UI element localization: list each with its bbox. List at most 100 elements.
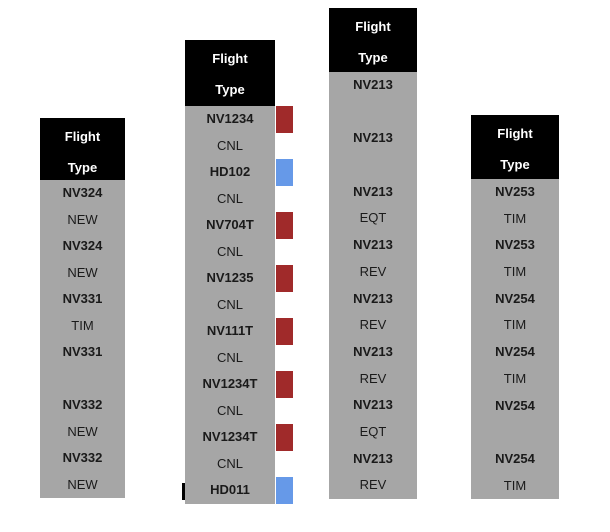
status-swatch-red[interactable] <box>276 212 293 239</box>
table-row[interactable]: NV213 <box>329 392 417 419</box>
table-row[interactable]: HD102 <box>185 159 275 186</box>
table-row[interactable]: EQT <box>329 419 417 446</box>
table-row[interactable]: CNL <box>185 451 275 478</box>
status-swatch-empty[interactable] <box>276 185 293 212</box>
status-swatch-empty[interactable] <box>276 291 293 318</box>
table-row[interactable]: REV <box>329 366 417 393</box>
flight-type-cell: REV <box>359 263 387 279</box>
table-row[interactable]: NV704T <box>185 212 275 239</box>
status-swatch-red[interactable] <box>276 371 293 398</box>
status-swatch-empty[interactable] <box>276 450 293 477</box>
flight-type-cell: CNL <box>216 243 243 259</box>
flight-number-cell: NV213 <box>353 343 393 359</box>
flight-number-cell: NV324 <box>62 238 103 253</box>
flight-type-cell: NEW <box>67 423 98 439</box>
table-row[interactable]: NV253 <box>471 232 559 259</box>
table-row[interactable]: NV111T <box>185 318 275 345</box>
table-row-blank[interactable] <box>471 419 559 446</box>
flight-type-cell: TIM <box>503 317 527 333</box>
table-row[interactable]: CNL <box>185 345 275 372</box>
status-swatch-empty[interactable] <box>276 344 293 371</box>
table-row[interactable]: REV <box>329 259 417 286</box>
table-row[interactable]: NV332 <box>40 445 125 472</box>
status-swatch-blue[interactable] <box>276 477 293 504</box>
table-row[interactable]: NV213 <box>329 339 417 366</box>
table-row[interactable]: CNL <box>185 186 275 213</box>
table-row[interactable]: NV213 <box>329 232 417 259</box>
flight-number-cell: NV324 <box>62 185 103 200</box>
status-swatch-blue[interactable] <box>276 159 293 186</box>
table-row[interactable]: NV213 <box>329 72 417 99</box>
table-row[interactable]: REV <box>329 472 417 499</box>
table-row[interactable]: TIM <box>471 259 559 286</box>
flight-number-cell: NV254 <box>495 344 535 360</box>
table-row[interactable]: NV324 <box>40 233 125 260</box>
flight-type-cell: NEW <box>67 211 98 227</box>
table-row[interactable]: TIM <box>471 473 559 500</box>
flight-number-cell: NV1234T <box>202 429 258 444</box>
table-row[interactable]: NV254 <box>471 446 559 473</box>
table-row[interactable]: NV213 <box>329 446 417 473</box>
table-row[interactable]: NV254 <box>471 339 559 366</box>
table-row[interactable]: NV324 <box>40 180 125 207</box>
table-row[interactable]: NV332 <box>40 392 125 419</box>
flight-number-cell: HD011 <box>210 482 250 497</box>
table-row[interactable]: REV <box>329 312 417 339</box>
flight-type-cell: TIM <box>71 317 94 333</box>
flight-type-cell: REV <box>359 370 387 386</box>
column-header-line-flight: Flight <box>212 51 248 66</box>
table-row[interactable]: TIM <box>40 313 125 340</box>
flight-number-cell: NV1235 <box>206 270 254 285</box>
status-swatch-empty[interactable] <box>276 132 293 159</box>
table-row[interactable]: EQT <box>329 205 417 232</box>
table-row-blank[interactable] <box>40 366 125 393</box>
table-row[interactable]: HD011 <box>185 477 275 504</box>
table-row[interactable]: NV254 <box>471 286 559 313</box>
table-row[interactable]: TIM <box>471 366 559 393</box>
table-row[interactable]: CNL <box>185 239 275 266</box>
table-row[interactable]: TIM <box>471 206 559 233</box>
table-row[interactable]: NV331 <box>40 286 125 313</box>
flight-type-cell: TIM <box>503 477 527 493</box>
table-row[interactable]: NV1234T <box>185 424 275 451</box>
table-row-blank[interactable] <box>329 152 417 179</box>
table-row[interactable]: NV213 <box>329 179 417 206</box>
table-row[interactable]: NEW <box>40 207 125 234</box>
table-row[interactable]: NV254 <box>471 393 559 420</box>
flight-type-cell: NEW <box>67 264 98 280</box>
table-row[interactable]: NEW <box>40 472 125 499</box>
flight-number-cell: NV253 <box>495 237 535 253</box>
table-row[interactable]: NV1235 <box>185 265 275 292</box>
table-row[interactable]: CNL <box>185 398 275 425</box>
table-row[interactable]: TIM <box>471 312 559 339</box>
flight-number-cell: NV213 <box>353 237 393 253</box>
status-swatch-empty[interactable] <box>276 397 293 424</box>
flight-type-cell: CNL <box>216 190 243 206</box>
flight-type-cell: EQT <box>359 423 387 439</box>
status-swatch-empty[interactable] <box>276 238 293 265</box>
table-row-blank[interactable] <box>329 99 417 126</box>
table-row[interactable]: NV1234T <box>185 371 275 398</box>
flight-number-cell: NV1234T <box>202 376 258 391</box>
table-row[interactable]: CNL <box>185 133 275 160</box>
status-swatch-red[interactable] <box>276 106 293 133</box>
table-row[interactable]: CNL <box>185 292 275 319</box>
status-swatch-red[interactable] <box>276 265 293 292</box>
status-swatch-red[interactable] <box>276 424 293 451</box>
table-row[interactable]: NV213 <box>329 125 417 152</box>
table-row[interactable]: NEW <box>40 419 125 446</box>
flight-number-cell: NV253 <box>495 184 535 199</box>
table-row[interactable]: NV1234 <box>185 106 275 133</box>
table-row[interactable]: NEW <box>40 260 125 287</box>
flight-number-cell: NV213 <box>353 130 393 146</box>
table-row[interactable]: NV253 <box>471 179 559 206</box>
status-swatch-red[interactable] <box>276 318 293 345</box>
table-row[interactable]: NV213 <box>329 286 417 313</box>
flight-number-cell: NV213 <box>353 290 393 306</box>
text-cursor-caret <box>182 483 185 500</box>
table-row[interactable]: NV331 <box>40 339 125 366</box>
